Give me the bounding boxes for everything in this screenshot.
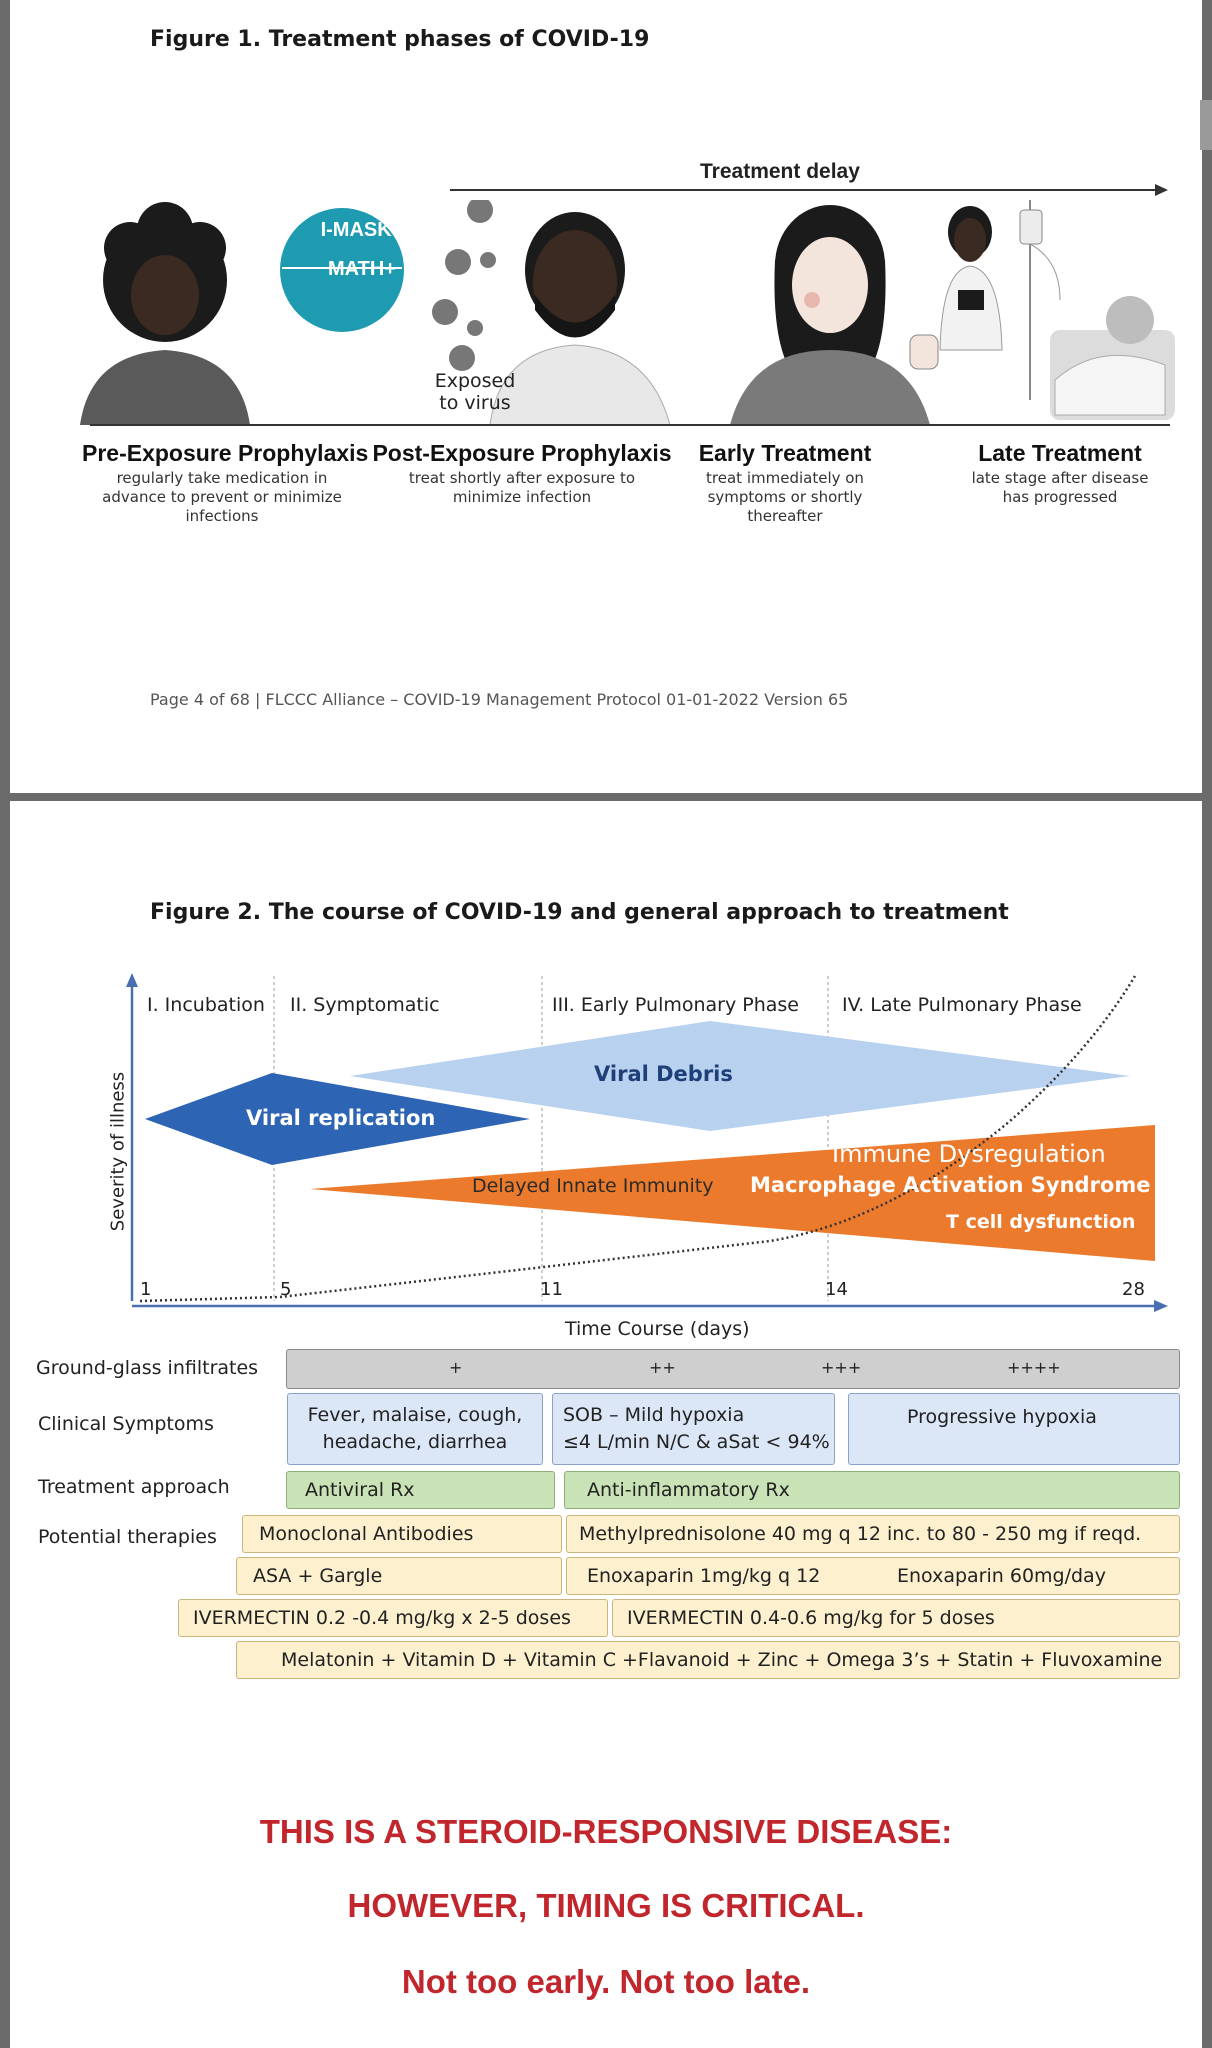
delayed-innate-immunity-label: Delayed Innate Immunity (472, 1175, 714, 1197)
tick-label: 1 (140, 1279, 152, 1300)
phase-title: Late Treatment (978, 440, 1142, 466)
phase-label-late-pulmonary: IV. Late Pulmonary Phase (842, 994, 1082, 1016)
tick-label: 14 (825, 1279, 848, 1300)
treatment-delay-label: Treatment delay (700, 160, 860, 183)
phase-post-exposure: Post-Exposure Prophylaxis treat shortly … (372, 440, 672, 507)
phase-label-early-pulmonary: III. Early Pulmonary Phase (552, 994, 799, 1016)
scrollbar-thumb[interactable] (1200, 100, 1212, 150)
ground-glass-bar: + ++ +++ ++++ (286, 1349, 1180, 1389)
tick-label: 28 (1122, 1279, 1145, 1300)
phase-description: regularly take medication in advance to … (102, 469, 342, 525)
covid-course-diagram (126, 973, 1168, 1312)
anti-inflammatory-rx: Anti-inflammatory Rx (564, 1471, 1180, 1509)
ground-glass-value: + (449, 1358, 463, 1377)
phase-title: Post-Exposure Prophylaxis (372, 440, 672, 466)
therapy-supplements: Melatonin + Vitamin D + Vitamin C +Flava… (236, 1641, 1180, 1679)
phase-description: treat immediately on symptoms or shortly… (706, 469, 864, 525)
figure-2-title: Figure 2. The course of COVID-19 and gen… (150, 900, 1009, 925)
viral-debris-shape (350, 1021, 1130, 1131)
x-axis-label: Time Course (days) (565, 1318, 750, 1340)
row-label-treatment-approach: Treatment approach (38, 1476, 230, 1498)
imask-math-badge (280, 208, 404, 332)
viral-replication-shape (145, 1073, 530, 1165)
phase-early-treatment: Early Treatment treat immediately on sym… (670, 440, 900, 526)
late-treatment-nurse-patient-icon (939, 200, 1175, 420)
document-page-1: Figure 1. Treatment phases of COVID-19 T… (10, 0, 1202, 793)
figure-1-title: Figure 1. Treatment phases of COVID-19 (150, 27, 650, 52)
tick-label: 5 (280, 1279, 292, 1300)
early-treatment-person-icon (730, 205, 939, 425)
document-page-2: Figure 2. The course of COVID-19 and gen… (10, 801, 1202, 2048)
badge-top-text: I-MASK+ (320, 219, 404, 241)
ground-glass-value: +++ (821, 1358, 862, 1377)
ground-glass-value: ++ (649, 1358, 676, 1377)
therapy-enoxaparin: Enoxaparin 1mg/kg q 12 Enoxaparin 60mg/d… (566, 1557, 1180, 1595)
y-axis-label: Severity of illness (107, 1071, 129, 1232)
therapy-monoclonal-antibodies: Monoclonal Antibodies (242, 1515, 562, 1553)
phase-title: Early Treatment (698, 440, 872, 466)
virus-particles-icon (432, 200, 496, 371)
clinical-symptoms-mild-hypoxia: SOB – Mild hypoxia ≤4 L/min N/C & aSat <… (552, 1393, 835, 1465)
antiviral-rx: Antiviral Rx (286, 1471, 555, 1509)
treatment-delay-arrow (450, 184, 1168, 196)
phase-label-symptomatic: II. Symptomatic (290, 994, 440, 1016)
severity-curve (139, 975, 1137, 1303)
badge-bottom-text: MATH+ (328, 258, 396, 280)
clinical-symptoms-progressive-hypoxia: Progressive hypoxia (848, 1393, 1180, 1465)
page-footer: Page 4 of 68 | FLCCC Alliance – COVID-19… (150, 690, 849, 709)
viral-replication-label: Viral replication (246, 1106, 436, 1130)
macrophage-activation-label: Macrophage Activation Syndrome (750, 1173, 1151, 1197)
therapy-ivermectin-early: IVERMECTIN 0.2 -0.4 mg/kg x 2-5 doses (178, 1599, 608, 1637)
phase-title: Pre-Exposure Prophylaxis (82, 440, 369, 466)
therapy-methylprednisolone: Methylprednisolone 40 mg q 12 inc. to 80… (566, 1515, 1180, 1553)
tcell-dysfunction-label: T cell dysfunction (946, 1211, 1136, 1233)
clinical-symptoms-early: Fever, malaise, cough, headache, diarrhe… (287, 1393, 543, 1465)
row-label-potential-therapies: Potential therapies (38, 1526, 217, 1548)
phase-description: treat shortly after exposure to minimize… (408, 469, 636, 506)
phase-pre-exposure: Pre-Exposure Prophylaxis regularly take … (82, 440, 369, 526)
row-label-ground-glass: Ground-glass infiltrates (36, 1357, 259, 1379)
immune-dysregulation-shape (310, 1125, 1155, 1261)
exposed-to-virus-label: Exposed to virus (434, 370, 516, 414)
therapy-enoxaparin-1: Enoxaparin 1mg/kg q 12 (587, 1565, 821, 1587)
post-exposure-person-icon (489, 212, 671, 426)
steroid-warning-line-1: THIS IS A STEROID-RESPONSIVE DISEASE: (259, 1813, 953, 1850)
immune-dysregulation-label: Immune Dysregulation (832, 1140, 1106, 1168)
steroid-warning-line-3: Not too early. Not too late. (401, 1963, 811, 2000)
therapy-enoxaparin-2: Enoxaparin 60mg/day (897, 1565, 1106, 1587)
phase-description: late stage after disease has progressed (971, 469, 1149, 506)
viral-debris-label: Viral Debris (594, 1062, 733, 1086)
row-label-clinical-symptoms: Clinical Symptoms (38, 1413, 214, 1435)
therapy-ivermectin-late: IVERMECTIN 0.4-0.6 mg/kg for 5 doses (612, 1599, 1180, 1637)
pre-exposure-person-icon (80, 202, 250, 425)
treatment-phases-illustration (80, 200, 1175, 426)
ground-glass-value: ++++ (1007, 1358, 1061, 1377)
therapy-asa-gargle: ASA + Gargle (236, 1557, 562, 1595)
steroid-warning-line-2: HOWEVER, TIMING IS CRITICAL. (347, 1887, 865, 1924)
tick-label: 11 (540, 1279, 563, 1300)
phase-label-incubation: I. Incubation (147, 994, 265, 1016)
phase-late-treatment: Late Treatment late stage after disease … (970, 440, 1150, 507)
